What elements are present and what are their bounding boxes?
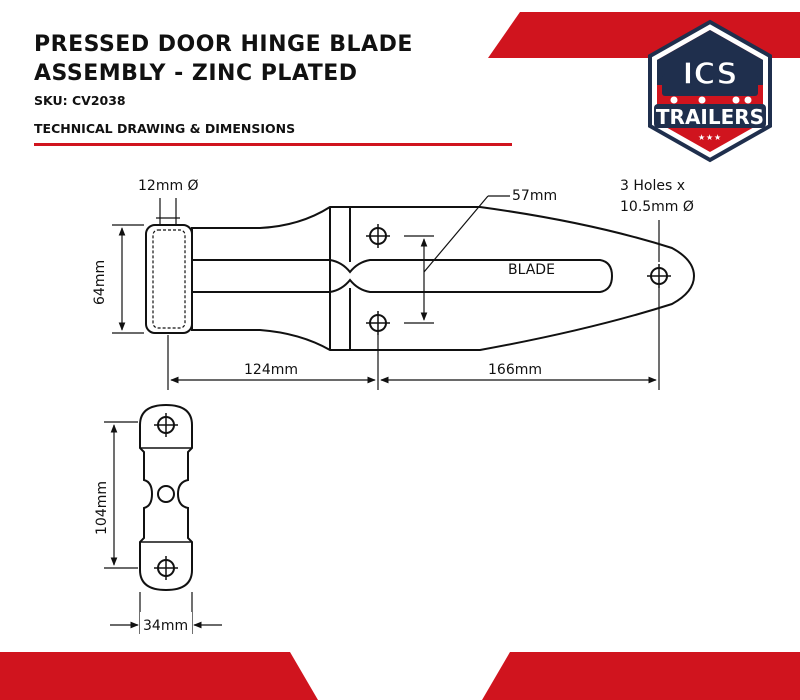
height-64-label: 64mm [92, 260, 108, 305]
bottom-right-red-bar [482, 652, 800, 700]
title-line-2: ASSEMBLY - ZINC PLATED [34, 61, 358, 86]
plate-side-view [139, 403, 193, 592]
blade-length-label: 166mm [488, 362, 542, 378]
plate-holes [154, 413, 178, 580]
barrel-knurl [152, 229, 186, 329]
pin-diameter-label: 12mm Ø [138, 178, 199, 194]
truck-icon [662, 74, 758, 104]
plate-width-label-bg [140, 612, 192, 634]
plate-height-dimension [104, 421, 138, 569]
holes-note-line-2: 10.5mm Ø [620, 199, 694, 215]
svg-text:★: ★ [714, 133, 721, 142]
mounting-holes [366, 224, 671, 335]
bottom-left-red-bar [0, 652, 318, 700]
height-64-dimension [112, 224, 144, 334]
plate-width-label: 34mm [143, 618, 188, 634]
sku-label: SKU: CV2038 [34, 93, 126, 108]
plate-outline [139, 403, 193, 592]
blade-rib [192, 259, 614, 293]
blade-outline [191, 206, 696, 351]
logo-banner [654, 104, 766, 128]
title-line-1: PRESSED DOOR HINGE BLADE [34, 32, 413, 57]
hole-spacing-dimension [404, 195, 510, 324]
star-icons: ★ ★ ★ [698, 133, 721, 142]
hole-spacing-label: 57mm [512, 188, 557, 204]
svg-text:★: ★ [706, 133, 713, 142]
holes-note-line-1: 3 Holes x [620, 178, 685, 194]
logo-text-trailers: TRAILERS [656, 105, 764, 129]
plate-height-label: 104mm [94, 481, 110, 535]
svg-text:★: ★ [698, 133, 705, 142]
pin-diameter-dimension [156, 198, 180, 226]
page-title: PRESSED DOOR HINGE BLADE ASSEMBLY - ZINC… [34, 30, 413, 88]
hinge-top-view [145, 206, 696, 351]
section-subtitle: TECHNICAL DRAWING & DIMENSIONS [34, 121, 296, 136]
length-dimensions [167, 288, 660, 390]
logo-text-ics: ICS [682, 57, 737, 92]
title-underline [34, 143, 512, 146]
logo-hexagon-top [657, 30, 763, 85]
knuckle-length-label: 124mm [244, 362, 298, 378]
blade-label: BLADE [508, 262, 555, 278]
